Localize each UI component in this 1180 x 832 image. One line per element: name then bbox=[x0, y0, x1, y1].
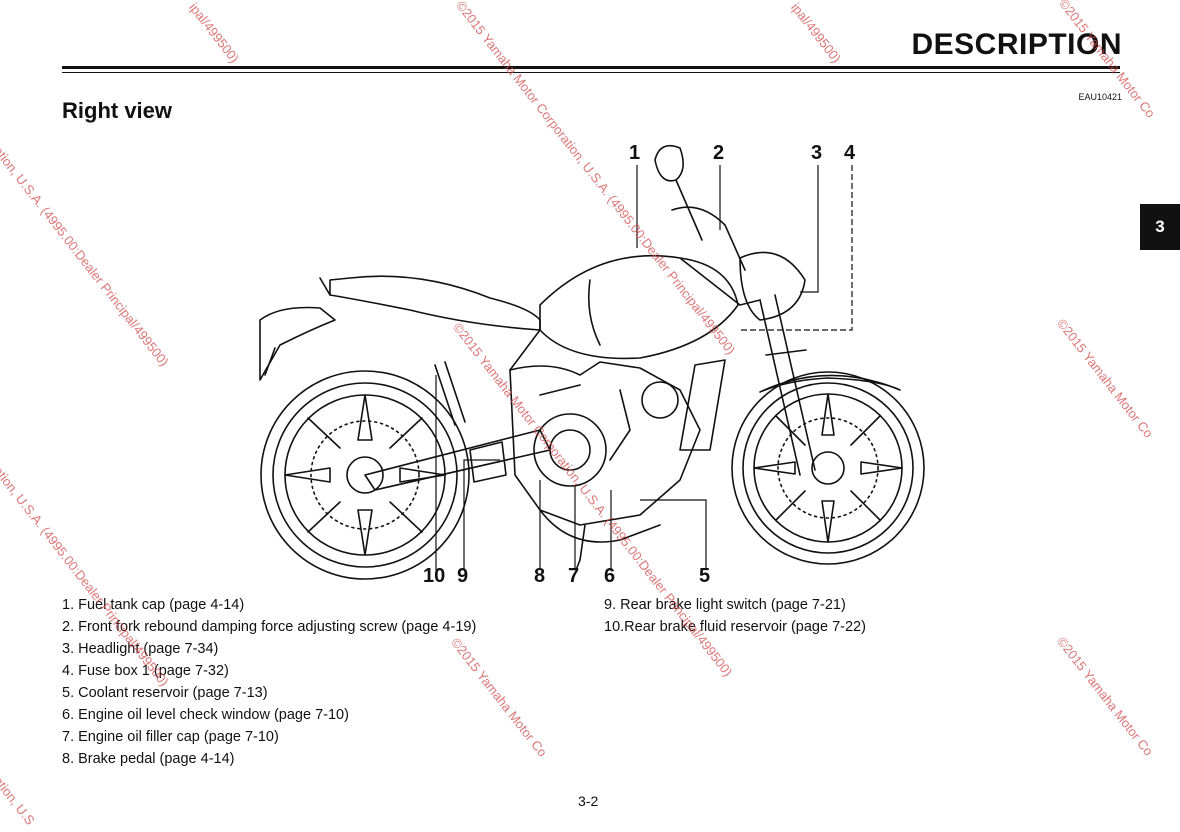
callout-3: 3 bbox=[811, 142, 823, 164]
chapter-number: 3 bbox=[1155, 217, 1165, 236]
watermark-text: ©2015 Yamaha Motor Co bbox=[1054, 634, 1157, 759]
document-code: EAU10421 bbox=[1078, 92, 1122, 102]
callout-10: 10 bbox=[423, 565, 446, 587]
list-item: 5. Coolant reservoir (page 7-13) bbox=[62, 685, 268, 701]
motorcycle-right-view-diagram bbox=[259, 144, 925, 580]
list-item: 1. Fuel tank cap (page 4-14) bbox=[62, 597, 245, 613]
page-number: 3-2 bbox=[578, 793, 599, 809]
header-rule-thin bbox=[62, 72, 1120, 73]
watermark-text: ipal/499500) bbox=[788, 0, 845, 66]
parts-list-right: 9. Rear brake light switch (page 7-21) 1… bbox=[604, 594, 866, 638]
callout-6: 6 bbox=[604, 565, 616, 587]
rear-wheel bbox=[260, 370, 470, 580]
list-item: 7. Engine oil filler cap (page 7-10) bbox=[62, 729, 279, 745]
header-title: DESCRIPTION bbox=[911, 28, 1122, 61]
watermark-text: ©2015 Yamaha Motor Co bbox=[1054, 316, 1157, 441]
callout-7: 7 bbox=[568, 565, 580, 587]
list-item: 10.Rear brake fluid reservoir (page 7-22… bbox=[604, 619, 866, 635]
callout-2: 2 bbox=[713, 142, 725, 164]
watermark-text: ration, U.S.A. (4995.00:Dealer Principal… bbox=[0, 140, 172, 370]
list-item: 9. Rear brake light switch (page 7-21) bbox=[604, 597, 846, 613]
list-item: 4. Fuse box 1 (page 7-32) bbox=[62, 663, 229, 679]
callout-4: 4 bbox=[844, 142, 856, 164]
callout-8: 8 bbox=[534, 565, 546, 587]
callout-5: 5 bbox=[699, 565, 711, 587]
front-wheel bbox=[731, 371, 925, 565]
callout-9: 9 bbox=[457, 565, 469, 587]
leader-4 bbox=[740, 165, 853, 331]
list-item: 3. Headlight (page 7-34) bbox=[62, 641, 219, 657]
list-item: 6. Engine oil level check window (page 7… bbox=[62, 707, 349, 723]
leader-5 bbox=[640, 499, 707, 570]
chapter-tab: 3 bbox=[1140, 204, 1180, 250]
watermark-text: ration, U.S bbox=[0, 770, 38, 828]
leader-3 bbox=[800, 165, 819, 293]
header-rule-thick bbox=[62, 66, 1120, 69]
list-item: 2. Front fork rebound damping force adju… bbox=[62, 619, 477, 635]
section-title: Right view bbox=[62, 98, 173, 123]
parts-list-left: 1. Fuel tank cap (page 4-14) 2. Front fo… bbox=[62, 594, 476, 770]
callout-1: 1 bbox=[629, 142, 641, 164]
leader-9 bbox=[463, 459, 500, 570]
list-item: 8. Brake pedal (page 4-14) bbox=[62, 751, 235, 767]
watermark-text: ipal/499500) bbox=[186, 0, 243, 66]
